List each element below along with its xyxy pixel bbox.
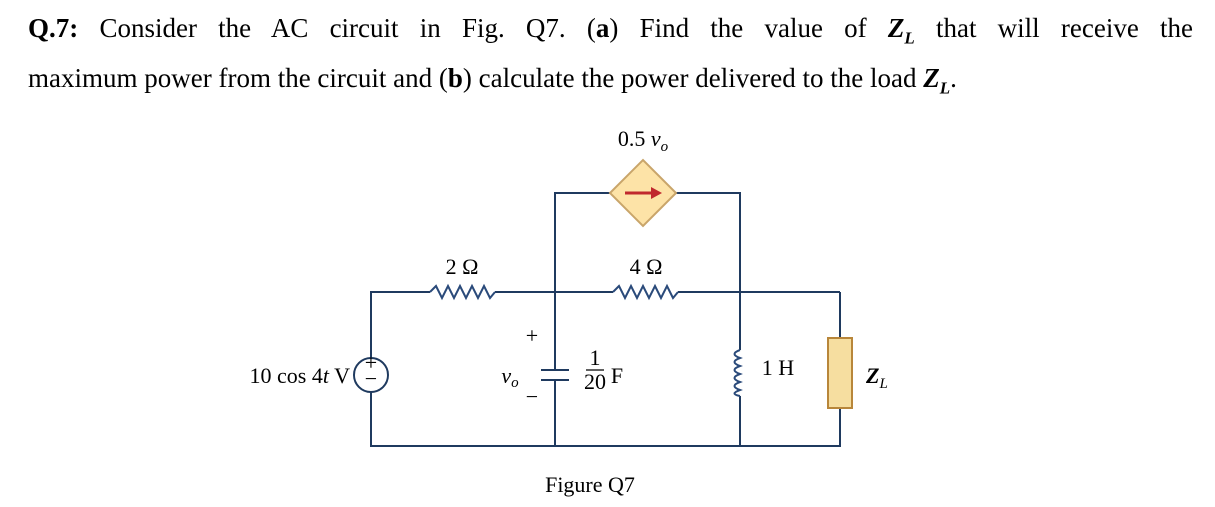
arrow-right-icon <box>651 187 662 199</box>
vo-minus: − <box>526 384 538 409</box>
question-number: Q.7: <box>28 13 79 43</box>
source-plus: + <box>365 350 377 375</box>
zl-symbol-2: ZL <box>923 63 951 98</box>
vo-plus: + <box>526 323 538 348</box>
question-text: Q.7: Consider the AC circuit in Fig. Q7.… <box>28 8 1193 109</box>
figure-caption: Figure Q7 <box>545 472 635 497</box>
vo-label: vo <box>501 363 519 391</box>
r1-label: 2 Ω <box>446 254 479 279</box>
resistor-4-ohm <box>612 283 679 301</box>
inductor-label: 1 H <box>762 355 795 380</box>
load-impedance <box>827 337 853 409</box>
circuit-wires <box>370 192 841 447</box>
cap-unit: F <box>611 363 623 388</box>
source-label: 10 cos 4t V <box>250 363 351 388</box>
zl-symbol: ZL <box>887 13 915 48</box>
dependent-current-source <box>608 158 678 228</box>
cap-denominator: 20 <box>584 369 606 394</box>
question-line-2: maximum power from the circuit and (b) c… <box>28 63 957 98</box>
cap-numerator: 1 <box>590 345 601 370</box>
resistor-2-ohm <box>429 283 496 301</box>
r2-label: 4 Ω <box>630 254 663 279</box>
inductor <box>733 349 743 397</box>
load-label: ZL <box>865 363 888 392</box>
source-minus: − <box>365 366 377 391</box>
question-line-1: Q.7: Consider the AC circuit in Fig. Q7.… <box>28 13 1193 48</box>
voltage-source: + − <box>353 350 389 393</box>
dep-source-label: 0.5 vo <box>618 126 669 155</box>
capacitor <box>541 369 569 381</box>
capacitor-label: 1 20 F <box>584 345 623 394</box>
